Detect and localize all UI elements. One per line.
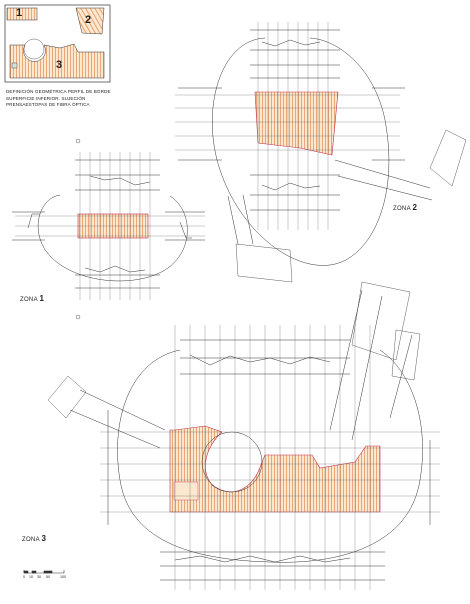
key-zone-2-shape	[75, 7, 105, 35]
key-zone-1-number: 1	[16, 7, 23, 19]
zone-2-hatch	[254, 91, 339, 156]
key-plan	[4, 4, 111, 83]
zone-2-word: ZONA	[393, 206, 411, 212]
zone-3-word: ZONA	[22, 537, 40, 543]
key-zone-2-number: 2	[85, 14, 92, 26]
scale-tick-50: 50	[46, 575, 50, 579]
zone-1-word: ZONA	[20, 297, 38, 303]
zone-2-number: 2	[412, 203, 418, 212]
scale-tick-10: 10	[29, 575, 33, 579]
scale-bar	[23, 570, 65, 574]
zone-1-plan	[12, 138, 205, 320]
zone-2-label: ZONA 2	[393, 203, 417, 212]
scale-tick-30: 30	[37, 575, 41, 579]
scale-tick-0: 0	[23, 575, 25, 579]
zone-1-label: ZONA 1	[20, 294, 44, 303]
key-zone-3-number: 3	[56, 59, 63, 71]
scale-tick-100: 100	[60, 575, 66, 579]
zone-1-number: 1	[39, 294, 45, 303]
drawing-description: DEFINICIÓN GEOMÉTRICA PERFIL DE BORDE SU…	[6, 89, 111, 108]
key-zone-3-shape	[9, 43, 105, 79]
zone-2-plan	[175, 22, 467, 283]
zone-3-plan	[47, 281, 440, 590]
zone-3-hatch	[169, 425, 381, 513]
zone-3-number: 3	[41, 534, 47, 543]
zone-3-label: ZONA 3	[22, 534, 46, 543]
key-zone-1-box	[6, 7, 38, 21]
